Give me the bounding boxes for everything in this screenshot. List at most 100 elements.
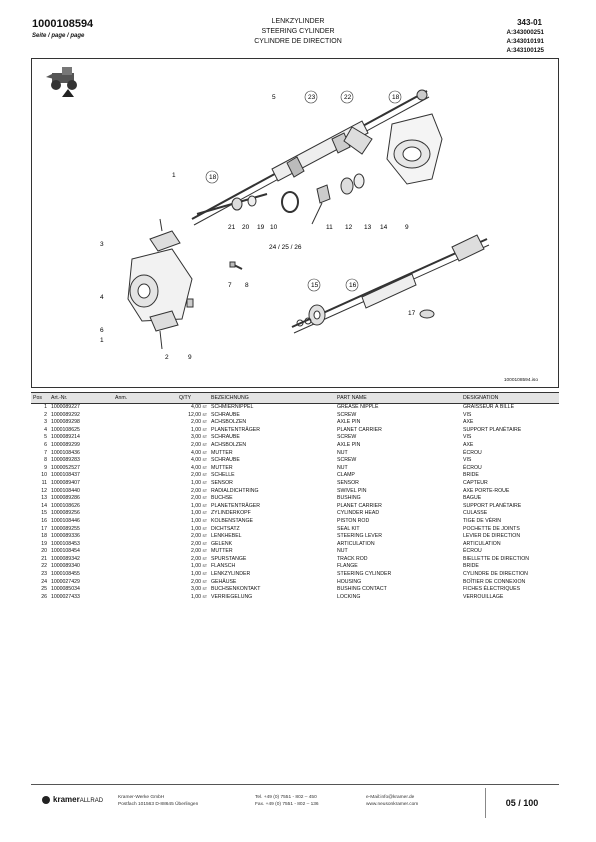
cell-pos: 16 xyxy=(41,517,47,524)
cell-designation: SUPPORT PLANÉTAIRE xyxy=(463,426,522,433)
unit-label: ST xyxy=(202,465,207,470)
unit-label: ST xyxy=(202,458,207,463)
unit-label: ST xyxy=(202,541,207,546)
unit-label: ST xyxy=(202,488,207,493)
callout: 9 xyxy=(188,354,192,361)
unit-label: ST xyxy=(202,526,207,531)
callout: 15 xyxy=(311,282,319,289)
cell-anm xyxy=(113,541,177,549)
cell-bezeichnung: SCHELLE xyxy=(211,472,235,479)
cell-art-nr: 1000108453 xyxy=(51,540,80,547)
cell-bezeichnung: SPURSTANGE xyxy=(211,555,247,562)
callout: 14 xyxy=(380,224,388,231)
callout: 22 xyxy=(344,94,352,101)
cell-bezeichnung: PLANETENTRÄGER xyxy=(211,426,261,433)
cell-bezeichnung: SCHRAUBE xyxy=(211,457,240,464)
left-knuckle xyxy=(127,218,243,350)
cell-art-nr: 1000108455 xyxy=(51,571,80,578)
cell-anm xyxy=(113,465,177,473)
cell-pos: 2 xyxy=(44,411,47,418)
cell-bezeichnung: RADIALDICHTRING xyxy=(211,487,259,494)
cell-pos: 25 xyxy=(41,586,47,593)
brand-logo: kramerALLRAD xyxy=(42,795,103,804)
cell-designation: CYLINDRE DE DIRECTION xyxy=(463,571,528,578)
cell-art-nr: 1000089407 xyxy=(51,479,80,486)
unit-label: ST xyxy=(202,503,207,508)
callout: 24 / 25 / 26 xyxy=(269,244,302,251)
email[interactable]: e-Mail:info@kramer.de xyxy=(366,795,415,800)
unit-label: ST xyxy=(202,556,207,561)
unit-label: ST xyxy=(202,405,207,409)
cell-part-name: BUSHING CONTACT xyxy=(337,586,387,593)
callout: 21 xyxy=(228,224,236,231)
cell-art-nr: 1000089256 xyxy=(51,510,80,517)
header-art-nr: Art.-Nr. xyxy=(49,392,113,404)
cell-bezeichnung: VERRIEGELUNG xyxy=(211,593,253,600)
cell-part-name: GREASE NIPPLE xyxy=(337,404,379,410)
title-fr: CYLINDRE DE DIRECTION xyxy=(254,38,342,45)
cell-pos: 20 xyxy=(41,548,47,555)
cell-qty: 2,00 ST xyxy=(190,540,207,547)
cell-designation: ÉCROU xyxy=(463,548,482,555)
cell-art-nr: 1000089342 xyxy=(51,555,80,562)
footer-rule xyxy=(31,784,559,785)
piston-rod-assembly xyxy=(291,234,490,334)
cell-art-nr: 1000108440 xyxy=(51,487,80,494)
cell-anm xyxy=(113,526,177,534)
cell-part-name: NUT xyxy=(337,464,348,471)
cell-bezeichnung: GEHÄUSE xyxy=(211,578,237,585)
cell-bezeichnung: KOLBENSTANGE xyxy=(211,517,253,524)
cell-part-name: STEERING LEVER xyxy=(337,533,382,540)
cell-anm xyxy=(113,594,177,602)
cell-art-nr: 1000089292 xyxy=(51,411,80,418)
cell-pos: 3 xyxy=(44,419,47,426)
cell-qty: 2,00 ST xyxy=(190,548,207,555)
cell-designation: TIGE DE VÉRIN xyxy=(463,517,502,524)
cell-bezeichnung: LENKZYLINDER xyxy=(211,571,251,578)
document-number: 1000108594 xyxy=(32,18,94,30)
cell-art-nr: 1000027429 xyxy=(51,578,80,585)
callout: 4 xyxy=(100,294,104,301)
cell-designation: AXE xyxy=(463,441,474,448)
unit-label: ST xyxy=(202,579,207,584)
cell-designation: VERROUILLAGE xyxy=(463,593,504,600)
cell-part-name: SWIVEL PIN xyxy=(337,487,367,494)
cell-qty: 2,00 ST xyxy=(190,441,207,448)
callout: 18 xyxy=(209,174,217,181)
cell-designation: BIELLETTE DE DIRECTION xyxy=(463,555,530,562)
callout: 20 xyxy=(242,224,250,231)
website[interactable]: www.neusonkramer.com xyxy=(366,802,419,807)
cell-qty: 2,00 ST xyxy=(190,578,207,585)
cell-pos: 5 xyxy=(44,434,47,441)
fax: Fax. +49 (0) 7551 - 802 – 136 xyxy=(255,802,319,807)
cell-part-name: BUSHING xyxy=(337,495,361,502)
cell-art-nr: 1000089255 xyxy=(51,525,80,532)
cell-anm xyxy=(113,556,177,564)
cell-qty: 2,00 ST xyxy=(190,533,207,540)
cell-art-nr: 1000089283 xyxy=(51,457,80,464)
cell-designation: ÉCROU xyxy=(463,449,482,456)
callout: 8 xyxy=(245,282,249,289)
cell-anm xyxy=(113,404,177,412)
cell-qty: 1,00 ST xyxy=(190,510,207,517)
cell-bezeichnung: MUTTER xyxy=(211,548,233,555)
cell-art-nr: 1000089286 xyxy=(51,495,80,502)
cell-anm xyxy=(113,518,177,526)
cell-pos: 18 xyxy=(41,533,47,540)
cell-part-name: TRACK ROD xyxy=(337,555,368,562)
cell-bezeichnung: SCHRAUBE xyxy=(211,411,240,418)
cell-part-name: CYLINDER HEAD xyxy=(337,510,380,517)
unit-label: ST xyxy=(202,594,207,599)
cell-pos: 4 xyxy=(44,426,47,433)
cell-anm xyxy=(113,503,177,511)
cell-part-name: ARTICULATION xyxy=(337,540,375,547)
cell-part-name: FLANGE xyxy=(337,563,358,570)
cell-designation: LEVIER DE DIRECTION xyxy=(463,533,521,540)
